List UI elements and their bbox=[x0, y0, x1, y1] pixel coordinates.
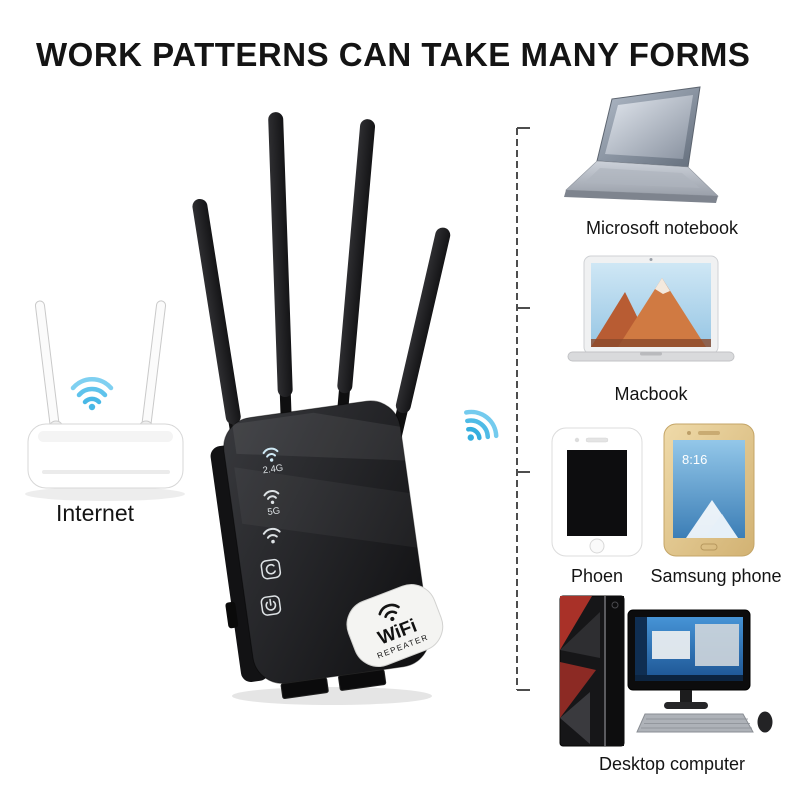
router-antenna-right bbox=[140, 300, 167, 437]
badge-wifi-arcs-icon bbox=[378, 603, 400, 622]
samsung-clock: 8:16 bbox=[682, 452, 707, 467]
connection-bracket bbox=[516, 127, 530, 691]
samsung-home-button bbox=[700, 543, 718, 551]
page-title: WORK PATTERNS CAN TAKE MANY FORMS bbox=[36, 36, 751, 73]
iphone-screen bbox=[567, 450, 627, 536]
repeater-body: 2.4G 5G bbox=[210, 400, 444, 700]
router-antenna-left bbox=[34, 300, 61, 437]
internet-router bbox=[25, 300, 185, 501]
samsung-speaker bbox=[698, 431, 720, 435]
desktop-computer-image bbox=[559, 595, 773, 747]
macbook-label: Macbook bbox=[614, 384, 688, 404]
wifi-signal-icon-router bbox=[70, 377, 114, 411]
repeater-antenna-outer-left bbox=[192, 198, 245, 455]
iphone-camera-icon bbox=[574, 437, 580, 443]
desktop-mouse bbox=[757, 711, 773, 733]
desktop-keyboard bbox=[636, 713, 754, 733]
samsung-camera-icon bbox=[687, 431, 691, 435]
desktop-monitor bbox=[627, 609, 751, 709]
monitor-stand bbox=[680, 690, 692, 702]
tower-power-button bbox=[611, 601, 619, 609]
macbook-camera-icon bbox=[649, 258, 653, 261]
led-5g-icon: 5G bbox=[263, 489, 281, 518]
iphone-image bbox=[551, 427, 643, 557]
desktop-label: Desktop computer bbox=[598, 754, 746, 774]
microsoft-notebook-image bbox=[564, 86, 719, 203]
samsung-phone-image: 8:16 bbox=[663, 423, 755, 557]
wifi-repeater-badge: WiFi REPEATER bbox=[346, 584, 444, 667]
led-wps-icon bbox=[260, 558, 282, 580]
desktop-tower bbox=[559, 595, 625, 747]
ethernet-port bbox=[280, 677, 329, 700]
iphone-speaker bbox=[585, 437, 609, 443]
led-wifi-icon bbox=[262, 527, 281, 544]
notebook-label: Microsoft notebook bbox=[585, 218, 739, 238]
iphone-home-button bbox=[589, 538, 605, 554]
led-2-4g-label: 2.4G bbox=[262, 463, 284, 477]
samsung-label: Samsung phone bbox=[650, 566, 782, 586]
macbook-image bbox=[567, 255, 735, 362]
ethernet-port bbox=[338, 669, 387, 691]
repeater-led-panel: 2.4G 5G bbox=[260, 447, 284, 616]
wifi-repeater-device: 2.4G 5G bbox=[192, 112, 499, 705]
led-power-icon bbox=[260, 595, 282, 616]
repeater-side-button bbox=[225, 601, 239, 629]
led-2-4g-icon: 2.4G bbox=[262, 447, 284, 477]
led-5g-label: 5G bbox=[267, 505, 281, 518]
wifi-signal-icon-repeater bbox=[464, 409, 499, 441]
repeater-antenna-inner-right bbox=[336, 119, 376, 427]
repeater-antenna-outer-right bbox=[389, 227, 451, 447]
notebook-screen bbox=[605, 95, 693, 159]
iphone-label: Phoen bbox=[570, 566, 624, 586]
router-shadow bbox=[25, 487, 185, 501]
repeater-shadow bbox=[232, 687, 432, 705]
internet-label: Internet bbox=[56, 500, 134, 526]
repeater-antenna-inner-left bbox=[268, 112, 293, 431]
